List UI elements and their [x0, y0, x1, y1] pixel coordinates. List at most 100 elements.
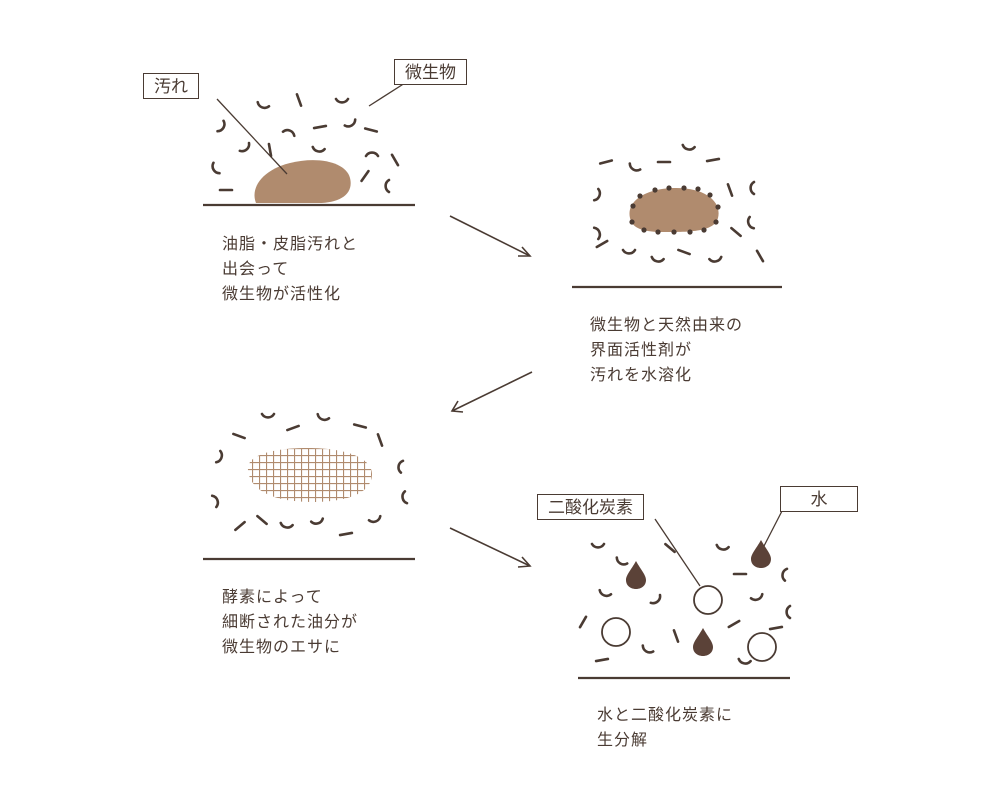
microbe	[730, 226, 742, 238]
dirt-blob-surrounded	[629, 188, 719, 232]
microbe	[628, 162, 642, 172]
microbe	[727, 619, 741, 629]
microbe	[279, 521, 294, 529]
step3-caption: 酵素によって 細断された油分が 微生物のエサに	[222, 587, 359, 656]
microbe	[211, 161, 221, 175]
microbe	[232, 432, 246, 440]
microbe	[715, 543, 730, 551]
microbe-cluster-2	[592, 143, 765, 263]
water-drop-icon	[693, 628, 713, 656]
microbe	[749, 180, 756, 196]
microbe	[352, 423, 368, 429]
microbe	[598, 159, 614, 165]
microbe	[672, 629, 680, 643]
arrow-1	[449, 215, 532, 257]
microbe	[615, 556, 629, 566]
surfactant-dot	[687, 229, 693, 235]
microbe	[334, 97, 350, 104]
microbe	[214, 449, 224, 464]
microbe	[376, 433, 384, 447]
microbe	[295, 93, 303, 107]
arrow-3	[449, 527, 532, 568]
microbe	[681, 143, 696, 151]
microbe	[397, 459, 405, 474]
microbe-cluster-1	[211, 93, 400, 194]
microbe	[650, 255, 665, 263]
surfactant-dots	[629, 185, 721, 235]
microbe	[210, 494, 220, 509]
microbe	[598, 588, 613, 598]
surfactant-dot	[701, 227, 707, 233]
microbe	[316, 412, 331, 422]
surfactant-dot	[695, 186, 701, 192]
microbe	[364, 151, 380, 158]
microbe	[755, 249, 765, 263]
surfactant-dot	[629, 219, 635, 225]
microbe	[238, 141, 251, 153]
microbe	[234, 520, 246, 532]
microbe	[384, 178, 391, 194]
surfactant-dot	[713, 219, 719, 225]
step4-caption: 水と二酸化炭素に 生分解	[597, 705, 734, 749]
microbe	[594, 657, 610, 663]
co2-bubble	[693, 585, 723, 615]
co2-bubble	[601, 617, 631, 647]
microbe	[649, 593, 662, 605]
microbe	[595, 239, 609, 249]
surfactant-dot	[666, 185, 672, 191]
surfactant-dot	[637, 193, 643, 199]
microbe-cluster-3	[210, 412, 409, 537]
microbe	[216, 119, 226, 133]
surfactant-dot	[630, 203, 636, 209]
microbe	[338, 531, 354, 537]
microbe	[737, 657, 752, 665]
surfactant-dot	[652, 187, 658, 193]
step1-caption: 油脂・皮脂汚れと 出会って 微生物が活性化	[222, 234, 359, 303]
microbes-label: 微生物	[394, 59, 467, 85]
microbe	[260, 412, 276, 419]
microbe	[592, 226, 602, 241]
microbe	[677, 248, 691, 256]
microbe	[781, 567, 789, 582]
microbe	[390, 153, 400, 167]
microbe	[664, 542, 676, 554]
water-leader-line	[763, 510, 783, 547]
microbe	[705, 157, 721, 163]
co2-label: 二酸化炭素	[537, 494, 644, 520]
microbe	[256, 100, 271, 110]
surfactant-dot	[707, 192, 713, 198]
microbe	[592, 187, 602, 202]
microbe-cluster-4	[578, 542, 792, 665]
microbe	[641, 644, 655, 654]
surfactant-dot	[671, 229, 677, 235]
water-label: 水	[780, 486, 858, 512]
water-drops	[626, 540, 771, 656]
microbe	[401, 490, 409, 505]
microbe	[256, 514, 268, 526]
microbe	[267, 142, 273, 158]
dirt-leader-line	[216, 98, 288, 175]
arrow-2	[450, 371, 533, 413]
surfactant-dot	[715, 204, 721, 210]
microbe	[590, 542, 606, 549]
co2-bubbles	[601, 585, 777, 662]
microbe	[726, 183, 734, 197]
water-drop-icon	[626, 561, 646, 589]
microbe	[286, 424, 300, 432]
surfactant-dot	[641, 227, 647, 233]
dirt-label: 汚れ	[143, 73, 199, 99]
surfactant-dot	[681, 185, 687, 191]
co2-bubble	[747, 632, 777, 662]
co2-leader-line	[654, 518, 701, 587]
microbe	[785, 604, 792, 620]
microbe	[578, 615, 588, 629]
microbe	[367, 514, 382, 524]
microbe	[311, 145, 326, 153]
microbe	[360, 169, 370, 183]
step2-caption: 微生物と天然由来の 界面活性剤が 汚れを水溶化	[590, 315, 744, 384]
microbe	[312, 124, 328, 130]
microbe	[768, 625, 784, 631]
microbe	[363, 127, 379, 133]
microbe	[749, 592, 764, 602]
